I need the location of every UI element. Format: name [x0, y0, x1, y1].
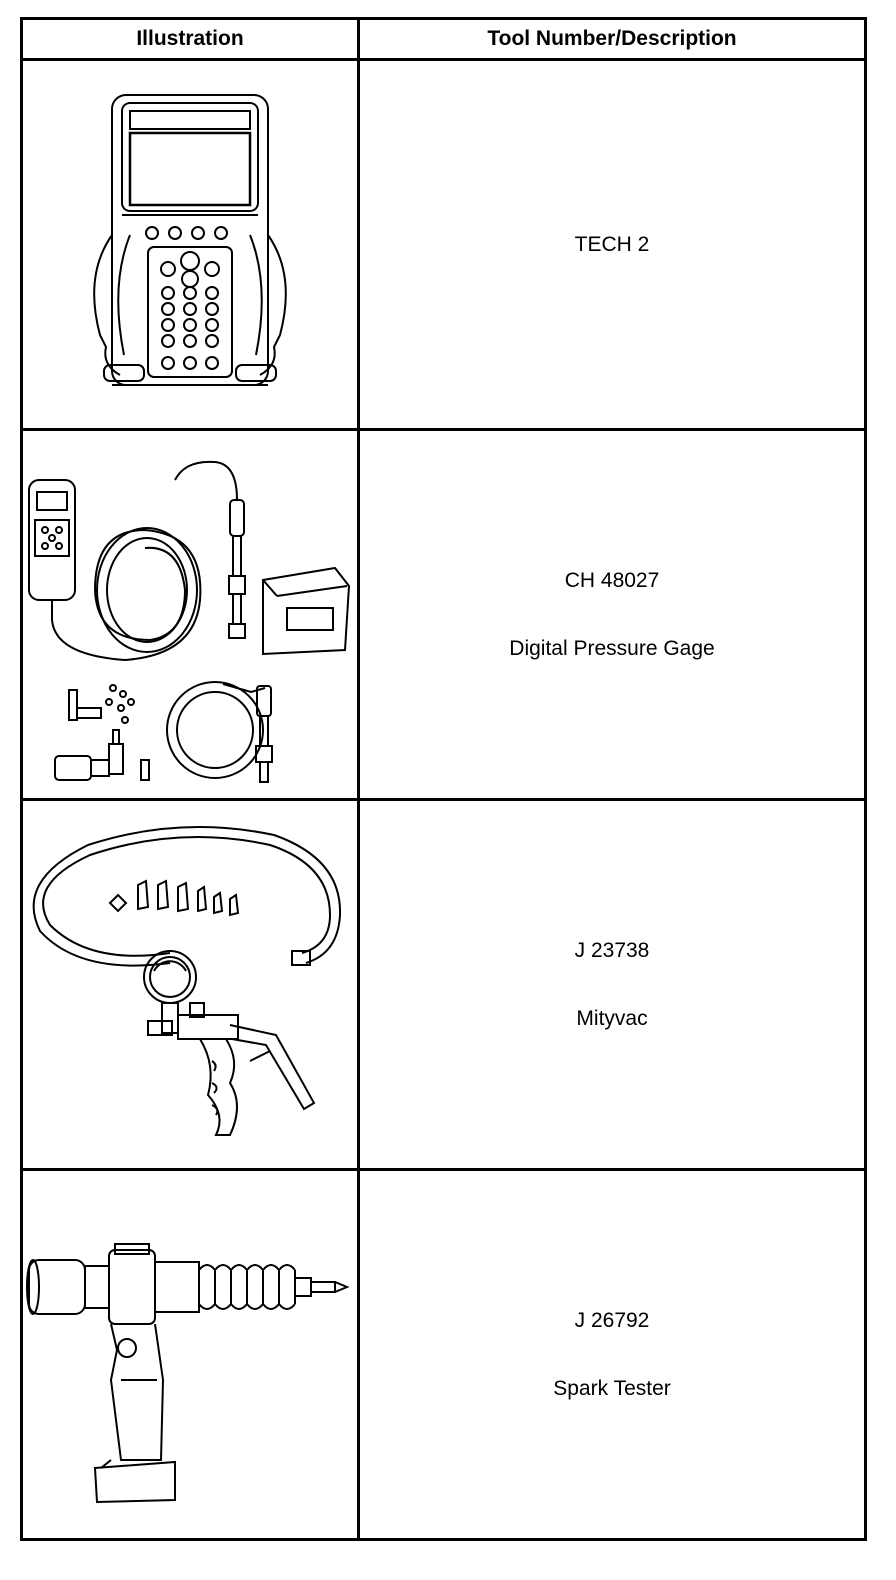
- illustration-cell: [20, 58, 360, 431]
- illustration-cell: [20, 1168, 360, 1541]
- illustration-cell: [20, 798, 360, 1171]
- tool-description: Mityvac: [576, 1006, 648, 1030]
- tool-description-cell: TECH 2: [357, 58, 867, 431]
- table-row: J 23738 Mityvac: [20, 798, 867, 1171]
- pressure-gage-kit-icon: [28, 460, 351, 783]
- tool-number: TECH 2: [574, 232, 650, 256]
- illustration-cell: [20, 428, 360, 801]
- tool-description: Digital Pressure Gage: [509, 636, 715, 660]
- tool-number: J 26792: [574, 1309, 650, 1333]
- table-row: J 26792 Spark Tester: [20, 1168, 867, 1541]
- tool-description-cell: J 23738 Mityvac: [357, 798, 867, 1171]
- tool-description: Spark Tester: [553, 1376, 671, 1400]
- scan-tool-icon: [93, 93, 287, 386]
- table-row: CH 48027 Digital Pressure Gage: [20, 428, 867, 801]
- tool-number: J 23738: [574, 939, 650, 963]
- tool-number: CH 48027: [564, 569, 660, 593]
- special-tools-table: Illustration Tool Number/Description: [20, 17, 867, 1541]
- vacuum-pump-icon: [32, 825, 342, 1136]
- table-row: TECH 2: [20, 58, 867, 431]
- tool-description-cell: J 26792 Spark Tester: [357, 1168, 867, 1541]
- tool-description-cell: CH 48027 Digital Pressure Gage: [357, 428, 867, 801]
- tool-description-header: Tool Number/Description: [357, 17, 867, 61]
- spark-tester-icon: [26, 1242, 350, 1503]
- header-row: Illustration Tool Number/Description: [20, 17, 867, 61]
- illustration-header: Illustration: [20, 17, 360, 61]
